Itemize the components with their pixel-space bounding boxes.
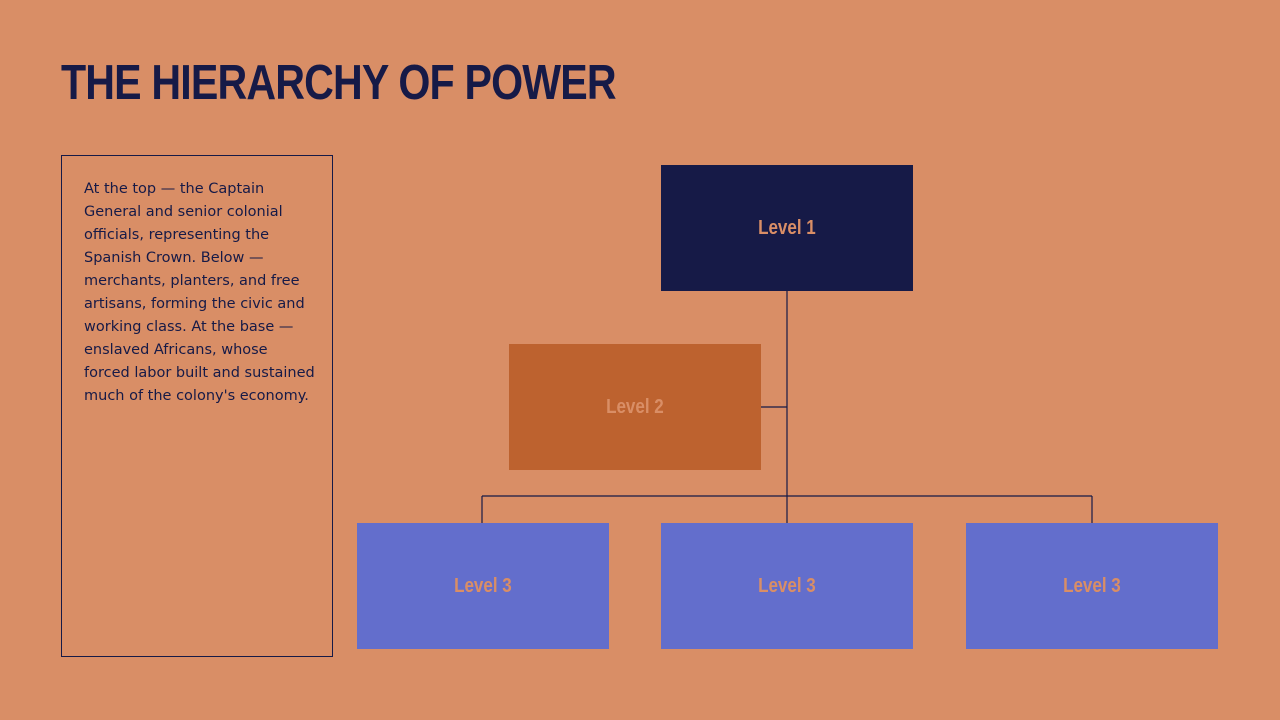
- level1-label: Level 1: [758, 216, 816, 239]
- level3-node-right: Level 3: [966, 523, 1218, 649]
- level2-label: Level 2: [606, 395, 664, 418]
- description-box: At the top — the Captain General and sen…: [61, 155, 333, 657]
- level3-label: Level 3: [758, 574, 816, 597]
- level3-node-left: Level 3: [357, 523, 609, 649]
- level3-label: Level 3: [454, 574, 512, 597]
- description-text: At the top — the Captain General and sen…: [84, 181, 315, 404]
- level2-node: Level 2: [509, 344, 761, 470]
- level3-label: Level 3: [1063, 574, 1121, 597]
- page-title: THE HIERARCHY OF POWER: [61, 56, 617, 110]
- level1-node: Level 1: [661, 165, 913, 291]
- level3-node-center: Level 3: [661, 523, 913, 649]
